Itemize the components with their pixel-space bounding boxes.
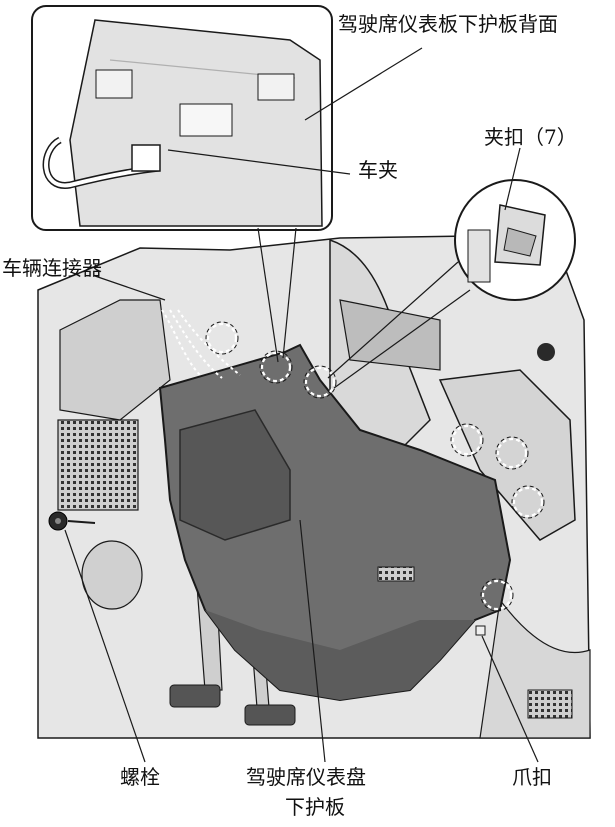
inset-connector	[179, 103, 233, 137]
label-cover-line2: 下护板	[285, 795, 345, 819]
lower-cover-recess	[179, 409, 291, 541]
right-bracket	[438, 369, 576, 541]
main-view	[37, 235, 591, 739]
label-bolt: 螺栓	[120, 765, 160, 789]
leader-car-clip	[167, 149, 351, 175]
label-car-clip: 车夹	[358, 158, 398, 182]
leader-connector	[94, 275, 166, 301]
projection-inset-right	[282, 227, 297, 359]
clip-marker-6	[512, 486, 544, 518]
label-lower-cover-back: 驾驶席仪表板下护板背面	[338, 12, 558, 36]
fuse-box	[57, 419, 139, 511]
claw-tab	[475, 625, 486, 636]
brake-pedal-pad	[169, 684, 221, 708]
inset-car-clip	[131, 144, 161, 172]
leader-claw	[481, 635, 539, 763]
accelerator-pad	[244, 704, 296, 726]
clip-marker-5	[496, 437, 528, 469]
leader-cover	[299, 519, 326, 763]
lower-cover-shade	[205, 610, 475, 700]
bolt-right	[537, 343, 555, 361]
cover-vent	[377, 566, 415, 582]
leader-cover-back	[304, 47, 423, 121]
leader-clip	[504, 147, 521, 211]
clip-marker-1	[206, 322, 238, 354]
clip-marker-7	[481, 579, 513, 611]
inset-tab-left	[95, 69, 133, 99]
clip-marker-2	[260, 351, 292, 383]
steering-column-top	[339, 299, 441, 371]
projection-clip-left	[327, 261, 459, 379]
projection-inset-left	[257, 227, 279, 363]
label-clip: 夹扣（7）	[484, 125, 577, 149]
label-cover-line1: 驾驶席仪表盘	[246, 765, 366, 789]
clip-marker-3	[304, 366, 336, 398]
label-claw: 爪扣	[512, 765, 552, 789]
clip-marker-4	[451, 424, 483, 456]
inset-tab-right	[257, 73, 295, 101]
label-vehicle-connector: 车辆连接器	[2, 256, 102, 280]
left-wiring	[59, 299, 171, 421]
brake-booster	[81, 540, 143, 610]
projection-clip-right	[333, 289, 471, 389]
clip-detail-view	[454, 179, 576, 301]
lower-right-connector	[527, 689, 573, 719]
leader-bolt	[64, 529, 146, 763]
inset-back-view	[31, 5, 333, 231]
connector-wires	[161, 309, 241, 379]
